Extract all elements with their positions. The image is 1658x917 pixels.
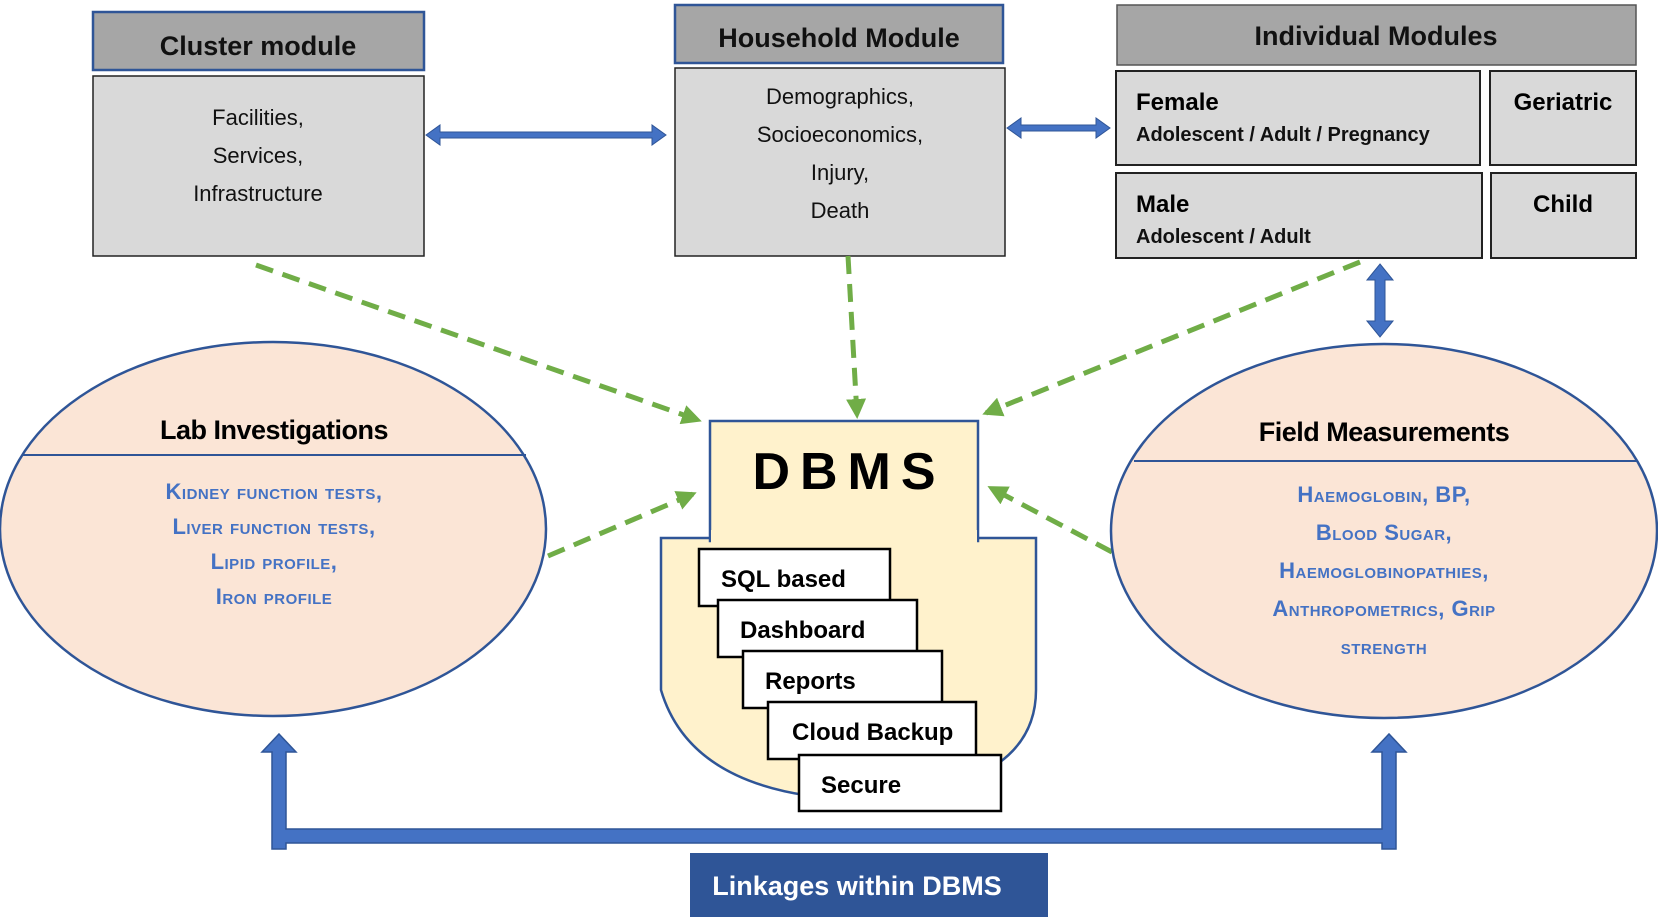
dbms-feature-card: Cloud Backup [766,700,978,761]
female-label: Female [1136,89,1219,116]
cluster-item: Facilities, [212,105,304,130]
field-measurements: Field Measurements Haemoglobin, BP, Bloo… [1109,342,1658,720]
linkage-arrow [260,732,1408,850]
household-item: Socioeconomics, [757,122,923,147]
dbms-feature-card: Dashboard [716,598,919,659]
field-dbms-arrow [987,485,1114,555]
field-item: Haemoglobin, BP, [1297,482,1470,507]
dbms-feature-card: Secure [797,753,1003,813]
household-item: Injury, [811,160,869,185]
cluster-item: Services, [213,143,303,168]
lab-investigations: Lab Investigations Kidney function tests… [0,340,548,718]
dbms-feature-label: Secure [821,772,901,799]
cluster-item: Infrastructure [193,181,323,206]
female-sub: Adolescent / Adult / Pregnancy [1136,124,1431,146]
lab-item: Liver function tests, [172,514,375,539]
linkages-box: Linkages within DBMS [690,853,1048,917]
lab-item: Lipid profile, [211,549,338,574]
household-module: Household Module Demographics, Socioecon… [673,3,1006,257]
dbms-feature-label: Reports [765,668,856,695]
linkages-label: Linkages within DBMS [712,871,1002,901]
dbms-feature-card: SQL based [697,547,892,608]
cluster-module-title: Cluster module [160,31,357,61]
field-measurements-title: Field Measurements [1259,417,1510,447]
lab-item: Kidney function tests, [166,479,383,504]
lab-investigations-title: Lab Investigations [160,415,388,445]
individual-modules: Individual Modules Female Adolescent / A… [1115,4,1637,259]
dbms-title: DBMS [752,443,945,501]
lab-item: Iron profile [216,584,333,609]
geriatric-label: Geriatric [1514,89,1613,116]
household-item: Death [811,198,870,223]
child-box [1490,172,1637,259]
dbms-feature-label: Cloud Backup [792,719,953,746]
household-individual-arrow [1006,117,1111,139]
field-item: strength [1341,634,1428,659]
dbms: DBMS SQL based Dashboard Reports Cloud B… [659,419,1038,813]
child-label: Child [1533,191,1593,218]
dbms-feature-label: SQL based [721,566,846,593]
female-box [1115,70,1481,166]
cluster-dbms-arrow [255,262,702,425]
household-module-title: Household Module [718,23,959,53]
individual-modules-title: Individual Modules [1254,21,1497,51]
field-item: Haemoglobinopathies, [1279,558,1489,583]
male-label: Male [1136,191,1189,218]
dbms-feature-label: Dashboard [740,617,865,644]
male-box [1115,172,1483,259]
household-item: Demographics, [766,84,914,109]
male-sub: Adolescent / Adult [1136,226,1311,248]
cluster-household-arrow [425,124,667,146]
cluster-module: Cluster module Facilities, Services, Inf… [91,10,426,257]
individual-dbms-arrow [982,259,1361,417]
field-item: Blood Sugar, [1316,520,1452,545]
household-dbms-arrow [845,255,867,419]
dbms-feature-card: Reports [741,649,944,710]
individual-field-arrow [1365,263,1395,338]
field-item: Anthropometrics, Grip [1272,596,1495,621]
geriatric-box [1489,70,1637,166]
